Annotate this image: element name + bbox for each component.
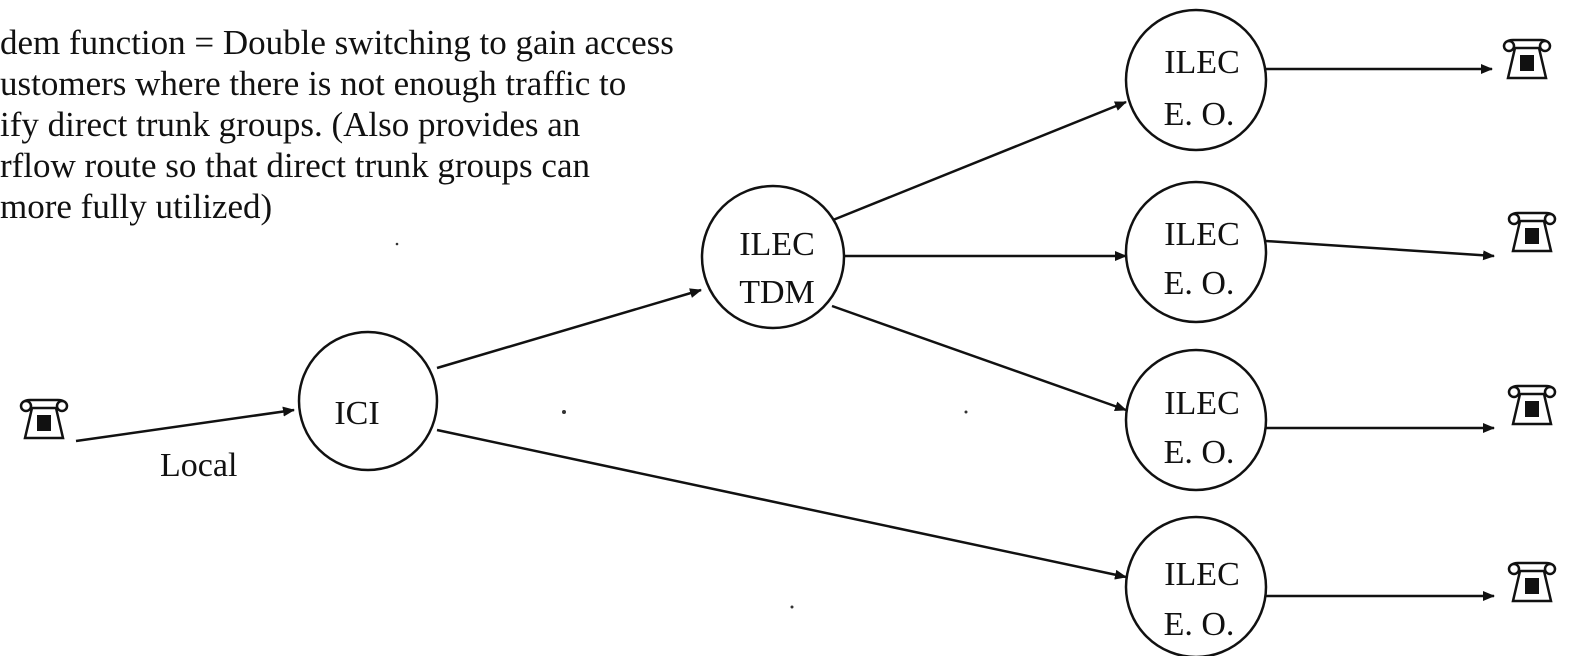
- edge-tdm-eo3: [831, 304, 1127, 412]
- telephone-icon: [1502, 38, 1552, 80]
- telephone-icon: [1507, 211, 1557, 253]
- caption-text: dem function = Double switching to gain …: [0, 22, 674, 227]
- edges: [75, 64, 1495, 601]
- node-tdm-line1: ILEC: [739, 226, 815, 263]
- edge-ici-tdm: [436, 288, 702, 370]
- node-tdm-line2: TDM: [739, 274, 815, 311]
- caption-line: rflow route so that direct trunk groups …: [0, 146, 590, 185]
- node-eo4-line1: ILEC: [1164, 556, 1240, 593]
- edge-tdm-eo1: [827, 100, 1127, 224]
- node-eo1-line2: E. O.: [1164, 96, 1235, 133]
- caption-line: ify direct trunk groups. (Also provides …: [0, 105, 581, 144]
- edge-label-local: Local: [160, 447, 237, 484]
- node-eo3-line1: ILEC: [1164, 385, 1240, 422]
- node-ici: ICI: [297, 330, 439, 472]
- edge-ici-eo4: [436, 428, 1127, 580]
- node-ilec-tdm: ILEC TDM: [700, 184, 846, 330]
- node-ilec-eo-2: ILEC E. O.: [1124, 180, 1268, 324]
- telephone-icon: [1507, 384, 1557, 426]
- node-eo2-line1: ILEC: [1164, 216, 1240, 253]
- caption-line: ustomers where there is not enough traff…: [0, 64, 627, 103]
- node-ici-label: ICI: [334, 395, 379, 432]
- node-eo3-line2: E. O.: [1164, 434, 1235, 471]
- caption-line: dem function = Double switching to gain …: [0, 23, 674, 62]
- caption-line: more fully utilized): [0, 187, 273, 226]
- node-eo1-line1: ILEC: [1164, 44, 1240, 81]
- edge-local: [75, 406, 295, 443]
- node-ilec-eo-3: ILEC E. O.: [1124, 348, 1268, 492]
- node-eo4-line2: E. O.: [1164, 606, 1235, 643]
- node-ilec-eo-4: ILEC E. O.: [1124, 515, 1268, 656]
- edge-eo2-phone: [1265, 239, 1495, 261]
- node-eo2-line2: E. O.: [1164, 265, 1235, 302]
- node-ilec-eo-1: ILEC E. O.: [1124, 8, 1268, 152]
- telephone-icon: [19, 398, 69, 440]
- telephone-icon: [1507, 561, 1557, 603]
